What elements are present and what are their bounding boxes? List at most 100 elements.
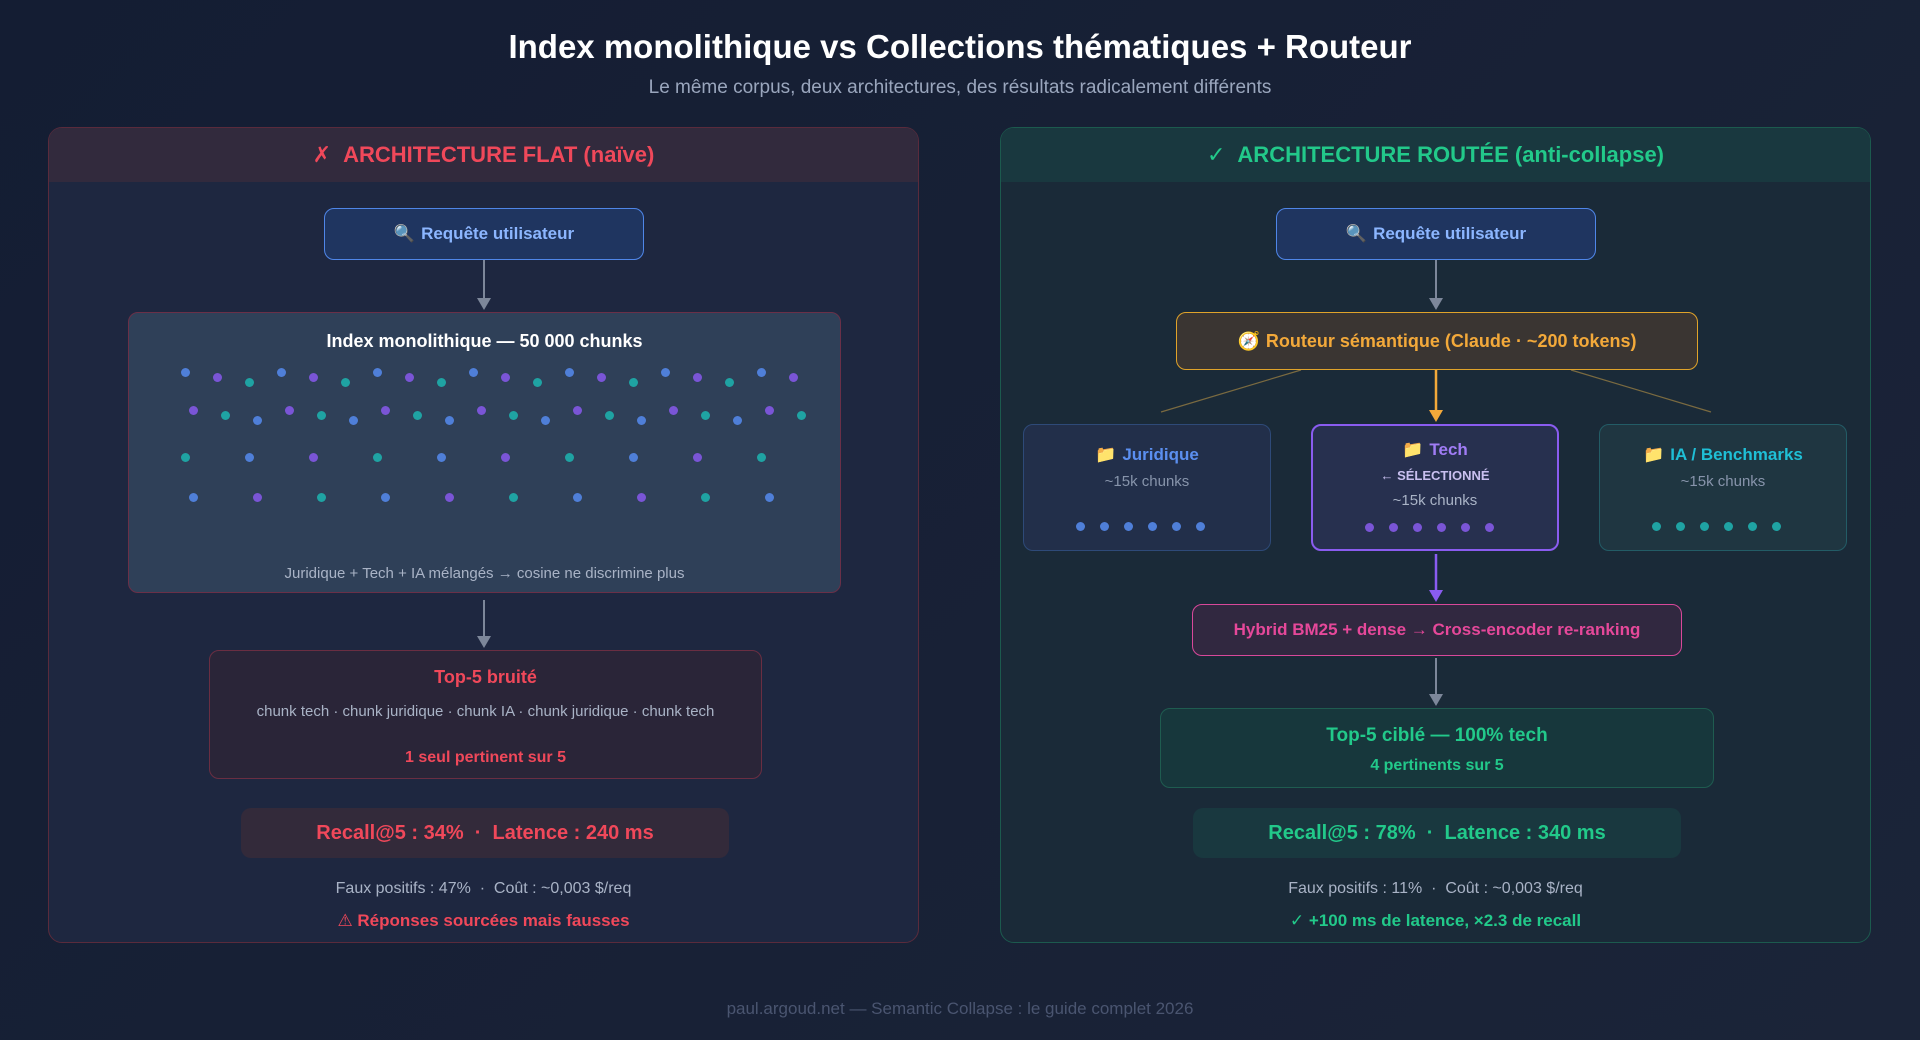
chunk-dot <box>1437 523 1446 532</box>
chunk-dot <box>693 453 702 462</box>
chunk-dot <box>189 493 198 502</box>
arrowhead-index-to-result <box>477 636 491 648</box>
noisy-top5-list: chunk tech · chunk juridique · chunk IA … <box>256 703 715 720</box>
collection-size: ~15k chunks <box>1392 492 1478 509</box>
folder-icon: 📁 <box>1095 445 1117 464</box>
cross-icon: ✗ <box>312 142 332 167</box>
line-router-to-juridique <box>1160 369 1302 413</box>
monolithic-index-title: Index monolithique — 50 000 chunks <box>326 331 643 351</box>
chunk-dot <box>253 493 262 502</box>
chunk-dot <box>341 378 350 387</box>
chunk-dot <box>573 493 582 502</box>
chunk-dot <box>213 373 222 382</box>
chunk-dot <box>285 406 294 415</box>
chunk-dot <box>181 368 190 377</box>
chunk-dot <box>693 373 702 382</box>
collection-dots <box>1313 523 1557 533</box>
chunk-dot <box>277 368 286 377</box>
semantic-router-box: 🧭 Routeur sémantique (Claude · ~200 toke… <box>1176 312 1698 370</box>
collection-size: ~15k chunks <box>1104 473 1190 490</box>
chunk-dot <box>757 368 766 377</box>
flat-metrics-badge: Recall@5 : 34% · Latence : 240 ms <box>241 808 729 858</box>
chunk-dot <box>669 406 678 415</box>
collection-size: ~15k chunks <box>1680 473 1766 490</box>
chunk-dot <box>629 378 638 387</box>
targeted-top5-title: Top-5 ciblé — 100% tech <box>1326 725 1548 746</box>
hybrid-reranking-box: Hybrid BM25 + dense → Cross-encoder re-r… <box>1192 604 1682 656</box>
flat-architecture-panel: ✗ ARCHITECTURE FLAT (naïve) 🔍 Requête ut… <box>48 127 919 943</box>
routed-note: ✓ +100 ms de latence, ×2.3 de recall <box>1289 911 1582 930</box>
chunk-dot <box>597 373 606 382</box>
chunk-dot <box>1724 522 1733 531</box>
noisy-top5-title: Top-5 bruité <box>434 667 537 687</box>
chunk-dot <box>413 411 422 420</box>
chunk-dot <box>565 368 574 377</box>
routed-panel-title: ARCHITECTURE ROUTÉE (anti-collapse) <box>1237 142 1665 167</box>
page-title: Index monolithique vs Collections thémat… <box>508 28 1412 65</box>
search-icon: 🔍 <box>393 224 416 243</box>
chunk-dot <box>765 493 774 502</box>
flat-panel-header: ✗ ARCHITECTURE FLAT (naïve) <box>49 128 918 182</box>
chunk-dot <box>1748 522 1757 531</box>
chunk-dot <box>317 493 326 502</box>
chunk-dot <box>309 373 318 382</box>
chunk-dot <box>469 368 478 377</box>
routed-connectors <box>1160 260 1712 706</box>
chunk-dot <box>757 453 766 462</box>
collection-name: 📁IA / Benchmarks <box>1643 445 1803 464</box>
selected-badge: ← SÉLECTIONNÉ <box>1380 468 1490 483</box>
chunk-dot <box>1413 523 1422 532</box>
targeted-top5-box: Top-5 ciblé — 100% tech 4 pertinents sur… <box>1160 708 1714 788</box>
chunk-dot <box>789 373 798 382</box>
chunk-dot <box>373 368 382 377</box>
monolithic-index-note: Juridique + Tech + IA mélangés → cosine … <box>284 565 685 582</box>
routed-query-label: Requête utilisateur <box>1373 224 1527 243</box>
semantic-router-label: Routeur sémantique (Claude · ~200 tokens… <box>1265 330 1637 351</box>
chunk-dot <box>501 453 510 462</box>
chunk-dot <box>1485 523 1494 532</box>
chunk-dot <box>637 416 646 425</box>
chunk-dot <box>1196 522 1205 531</box>
chunk-dot <box>509 493 518 502</box>
chunk-dot <box>565 453 574 462</box>
routed-query-box: 🔍 Requête utilisateur <box>1276 208 1596 260</box>
chunk-dot <box>253 416 262 425</box>
chunk-dot <box>1652 522 1661 531</box>
chunk-dot <box>1100 522 1109 531</box>
chunk-dot <box>189 406 198 415</box>
chunk-dot <box>733 416 742 425</box>
chunk-dot <box>501 373 510 382</box>
chunk-dot <box>661 368 670 377</box>
collection-juridique: 📁Juridique ~15k chunks <box>1023 424 1271 551</box>
chunk-dot <box>437 453 446 462</box>
chunk-dot <box>181 453 190 462</box>
chunk-dot <box>701 411 710 420</box>
chunk-dot <box>245 378 254 387</box>
flat-connectors <box>477 260 491 648</box>
chunk-dot <box>701 493 710 502</box>
chunk-dot <box>637 493 646 502</box>
search-icon: 🔍 <box>1345 224 1368 243</box>
folder-icon: 📁 <box>1402 440 1424 459</box>
collection-name: 📁Juridique <box>1095 445 1199 464</box>
chunk-dot <box>309 453 318 462</box>
chunk-dot <box>1700 522 1709 531</box>
noisy-top5-note: 1 seul pertinent sur 5 <box>405 749 566 766</box>
chunk-dot <box>477 406 486 415</box>
chunk-dot <box>381 493 390 502</box>
flat-query-label: Requête utilisateur <box>421 224 575 243</box>
chunk-dot <box>725 378 734 387</box>
chunk-dot <box>797 411 806 420</box>
chunk-dot <box>573 406 582 415</box>
routed-architecture-panel: ✓ ARCHITECTURE ROUTÉE (anti-collapse) 🔍 … <box>1000 127 1871 943</box>
arrowhead-query-to-index <box>477 298 491 310</box>
monolithic-index-box: Index monolithique — 50 000 chunks Jurid… <box>128 312 841 593</box>
chunk-dot <box>381 406 390 415</box>
check-icon: ✓ <box>1206 142 1226 167</box>
chunk-dot <box>541 416 550 425</box>
chunk-dot <box>1676 522 1685 531</box>
chunk-dot <box>1461 523 1470 532</box>
collection-ia-benchmarks: 📁IA / Benchmarks ~15k chunks <box>1599 424 1847 551</box>
chunk-dot <box>373 453 382 462</box>
chunk-dot <box>765 406 774 415</box>
